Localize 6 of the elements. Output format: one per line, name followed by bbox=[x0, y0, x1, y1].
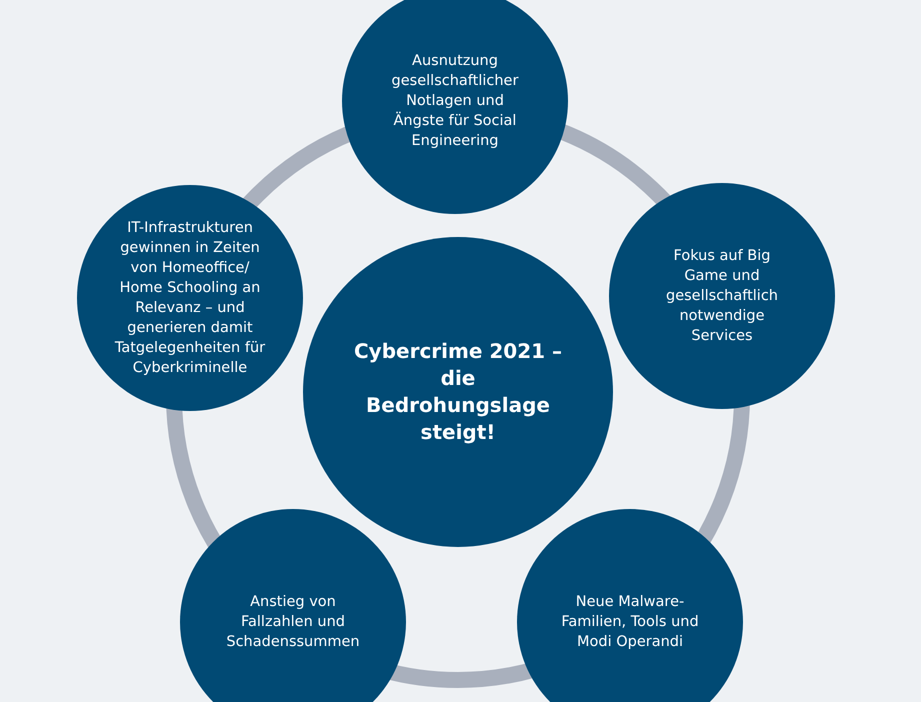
circle-label: Fokus auf Big Game und gesellschaftlich notwendige Services bbox=[664, 247, 779, 346]
circle-label: Cybercrime 2021 – die Bedrohungslage steigt! bbox=[352, 338, 564, 446]
circle-label: IT-Infrastrukturen gewinnen in Zeiten von Homeoffice/ Home Schooling an Relevanz – und generieren damit Tatgelegenheiten für Cyberkriminelle bbox=[114, 219, 266, 378]
circle-label: Neue Malware-Familien, Tools und Modi Operandi bbox=[560, 593, 700, 652]
circle-label: Ausnutzung gesellschaftlicher Notlagen und Ängste für Social Engineering bbox=[390, 52, 520, 151]
circle-label: Anstieg von Fallzahlen und Schadenssummen bbox=[225, 593, 361, 652]
